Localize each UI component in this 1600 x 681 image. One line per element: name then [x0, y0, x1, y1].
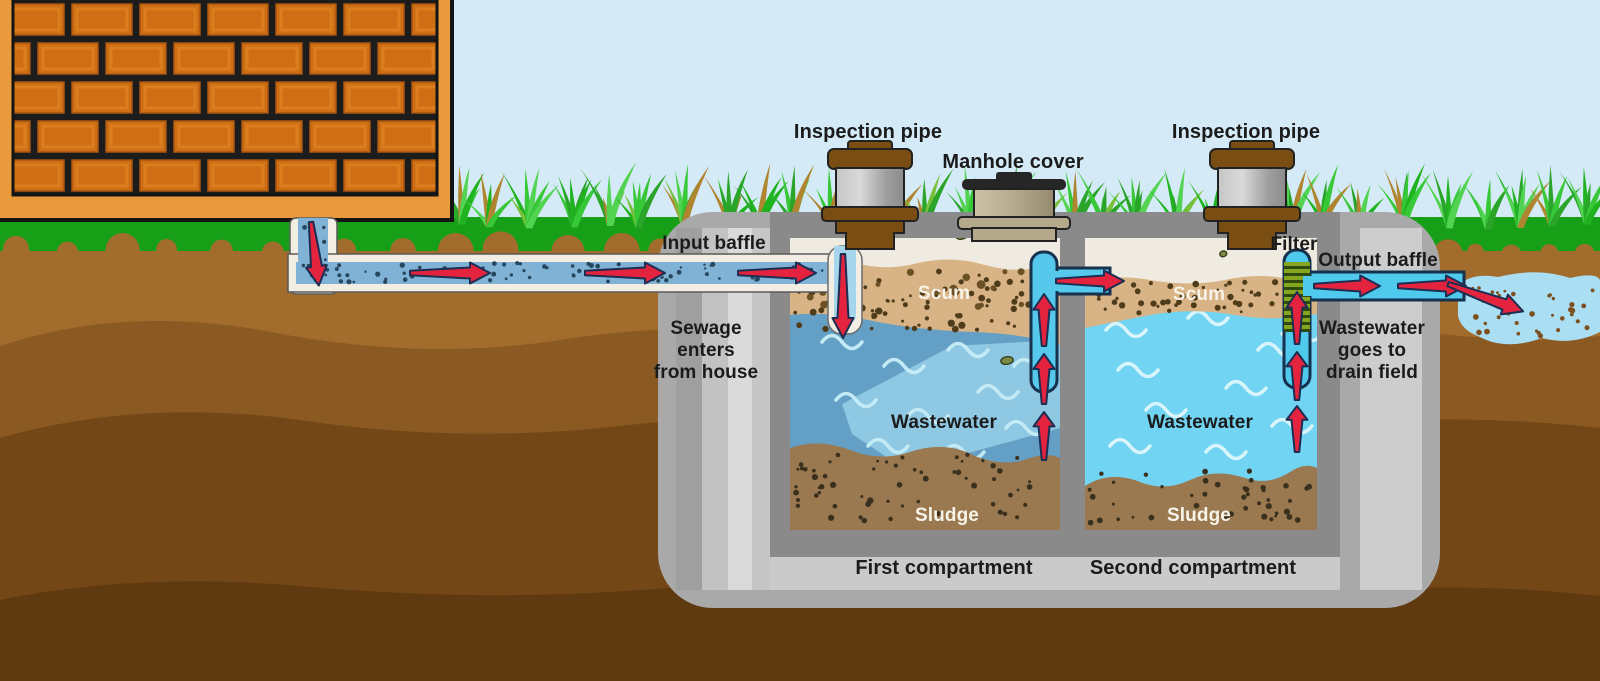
flow-arrow [1032, 353, 1056, 405]
scum-second [1085, 276, 1317, 328]
flow-arrow [1313, 274, 1381, 298]
manhole-cover [957, 172, 1071, 242]
sludge-label-first: Sludge [915, 505, 979, 526]
flow-arrows [305, 220, 1525, 461]
flow-arrow [1285, 405, 1309, 453]
flow-arrow [1285, 351, 1309, 401]
wastewater-label-first: Wastewater [891, 412, 997, 433]
wastewater-label-second: Wastewater [1147, 412, 1253, 433]
flow-arrow [1397, 274, 1467, 298]
second-compartment-caption: Second compartment [1089, 557, 1297, 579]
sludge-label-second: Sludge [1167, 505, 1231, 526]
inspection-pipe-left [821, 140, 919, 250]
inspection-pipe-right-label: Inspection pipe [1171, 121, 1321, 143]
brick-wall [11, 0, 439, 197]
flow-arrow [831, 253, 855, 339]
scum-label-first: Scum [917, 283, 971, 304]
second-compartment [1085, 238, 1317, 530]
sewage-note: Sewage enters from house [654, 318, 758, 384]
scum-label-second: Scum [1172, 284, 1226, 305]
drainfield-note: Wastewater goes to drain field [1319, 318, 1425, 384]
inspection-pipe-left-label: Inspection pipe [793, 121, 943, 143]
flow-arrow [409, 261, 491, 285]
drainfield-note-line: drain field [1326, 362, 1418, 383]
flow-arrow [1285, 291, 1309, 345]
drainfield-note-line: Wastewater [1319, 318, 1425, 339]
manhole-cover-label: Manhole cover [942, 151, 1084, 173]
first-compartment-caption: First compartment [855, 557, 1033, 579]
wastewater-light-wedge [842, 340, 1060, 470]
drainfield-note-line: goes to [1337, 340, 1407, 361]
flow-arrow [1032, 293, 1056, 347]
effluent-plume [1458, 272, 1600, 345]
inspection-pipe-right [1203, 140, 1301, 250]
sludge-second [1085, 465, 1317, 530]
flow-arrow [1032, 411, 1056, 461]
flow-arrow [584, 261, 666, 285]
input-baffle-label: Input baffle [662, 233, 766, 254]
filter-label: Filter [1270, 234, 1318, 255]
sewage-note-line: Sewage [670, 318, 742, 339]
house [0, 0, 454, 222]
flow-arrow [305, 220, 328, 287]
wastewater-second [1085, 298, 1317, 498]
flow-arrow [1055, 269, 1125, 293]
flow-arrow [1446, 280, 1525, 316]
sewage-note-line: enters [677, 340, 735, 361]
output-baffle-label: Output baffle [1318, 250, 1438, 271]
sewage-note-line: from house [653, 362, 759, 383]
flow-arrow [737, 261, 817, 285]
